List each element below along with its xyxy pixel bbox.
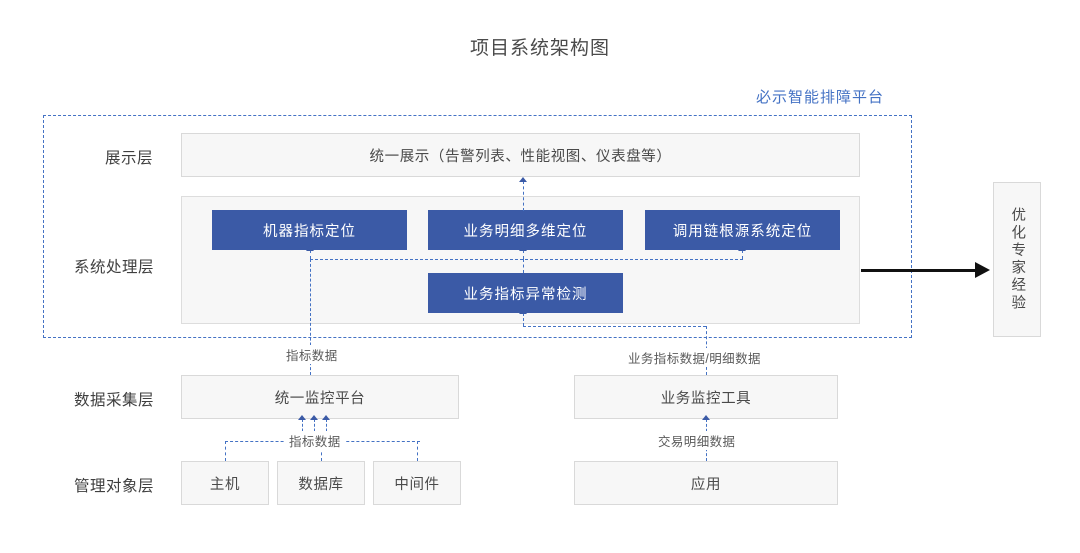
page-title: 项目系统架构图 [469,38,610,59]
layer-label-collect: 数据采集层 [74,392,155,409]
connector-anomaly-down-arrowhead [519,309,527,314]
connector-bus-stub-business [523,250,524,259]
manage-box-database[interactable]: 数据库 [277,461,365,505]
platform-to-expert-arrow-head [975,262,990,278]
connector-host-up [225,441,226,461]
connector-middleware-up [417,441,418,461]
platform-label: 必示智能排障平台 [756,89,885,106]
layer-label-display: 展示层 [105,150,154,167]
connector-anomaly-to-right-trunk [523,326,706,327]
edge-caption-business-metric-detail: 业务指标数据/明细数据 [624,348,765,367]
platform-to-expert-arrow-line [861,269,977,272]
process-box-business-detail[interactable]: 业务明细多维定位 [428,210,623,250]
edge-caption-transaction-detail: 交易明细数据 [654,431,740,450]
edge-caption-metric-data-lower: 指标数据 [285,431,345,450]
connector-anomaly-to-display [523,181,524,211]
manage-box-application[interactable]: 应用 [574,461,838,505]
expert-experience-label: 优化专家经验 [1009,207,1026,312]
collect-box-business-monitoring[interactable]: 业务监控工具 [574,375,838,419]
connector-anomaly-down [523,313,524,326]
layer-label-process: 系统处理层 [74,259,155,276]
edge-caption-metric-data-upper: 指标数据 [282,345,342,364]
connector-bus-to-anomaly [523,259,524,273]
process-box-trace-root-cause[interactable]: 调用链根源系统定位 [645,210,840,250]
connector-process-bus [310,259,743,260]
connector-monitor-to-process [310,259,311,375]
connector-anomaly-to-display-arrowhead [519,177,527,182]
manage-box-middleware[interactable]: 中间件 [373,461,461,505]
connector-left-riser-1 [302,419,303,441]
connector-left-riser-3 [326,419,327,441]
connector-app-to-business-monitoring-arrowhead [702,415,710,420]
connector-left-riser-1-arrowhead [298,415,306,420]
connector-bus-stub-machine-arrowhead [306,246,314,251]
collect-box-unified-monitoring[interactable]: 统一监控平台 [181,375,459,419]
connector-bus-stub-machine [310,250,311,259]
display-layer-box[interactable]: 统一展示（告警列表、性能视图、仪表盘等） [181,133,860,177]
connector-bus-stub-trace-arrowhead [738,246,746,251]
process-box-anomaly-detection[interactable]: 业务指标异常检测 [428,273,623,313]
platform-boundary [43,115,912,338]
manage-box-host[interactable]: 主机 [181,461,269,505]
expert-experience-box[interactable]: 优化专家经验 [993,182,1041,337]
layer-label-manage: 管理对象层 [74,478,155,495]
connector-left-riser-3-arrowhead [322,415,330,420]
connector-db-up [321,441,322,461]
connector-left-riser-2 [314,419,315,441]
process-box-machine-metric[interactable]: 机器指标定位 [212,210,407,250]
connector-bus-stub-business-arrowhead [519,246,527,251]
connector-left-riser-2-arrowhead [310,415,318,420]
connector-bus-stub-trace [742,250,743,259]
